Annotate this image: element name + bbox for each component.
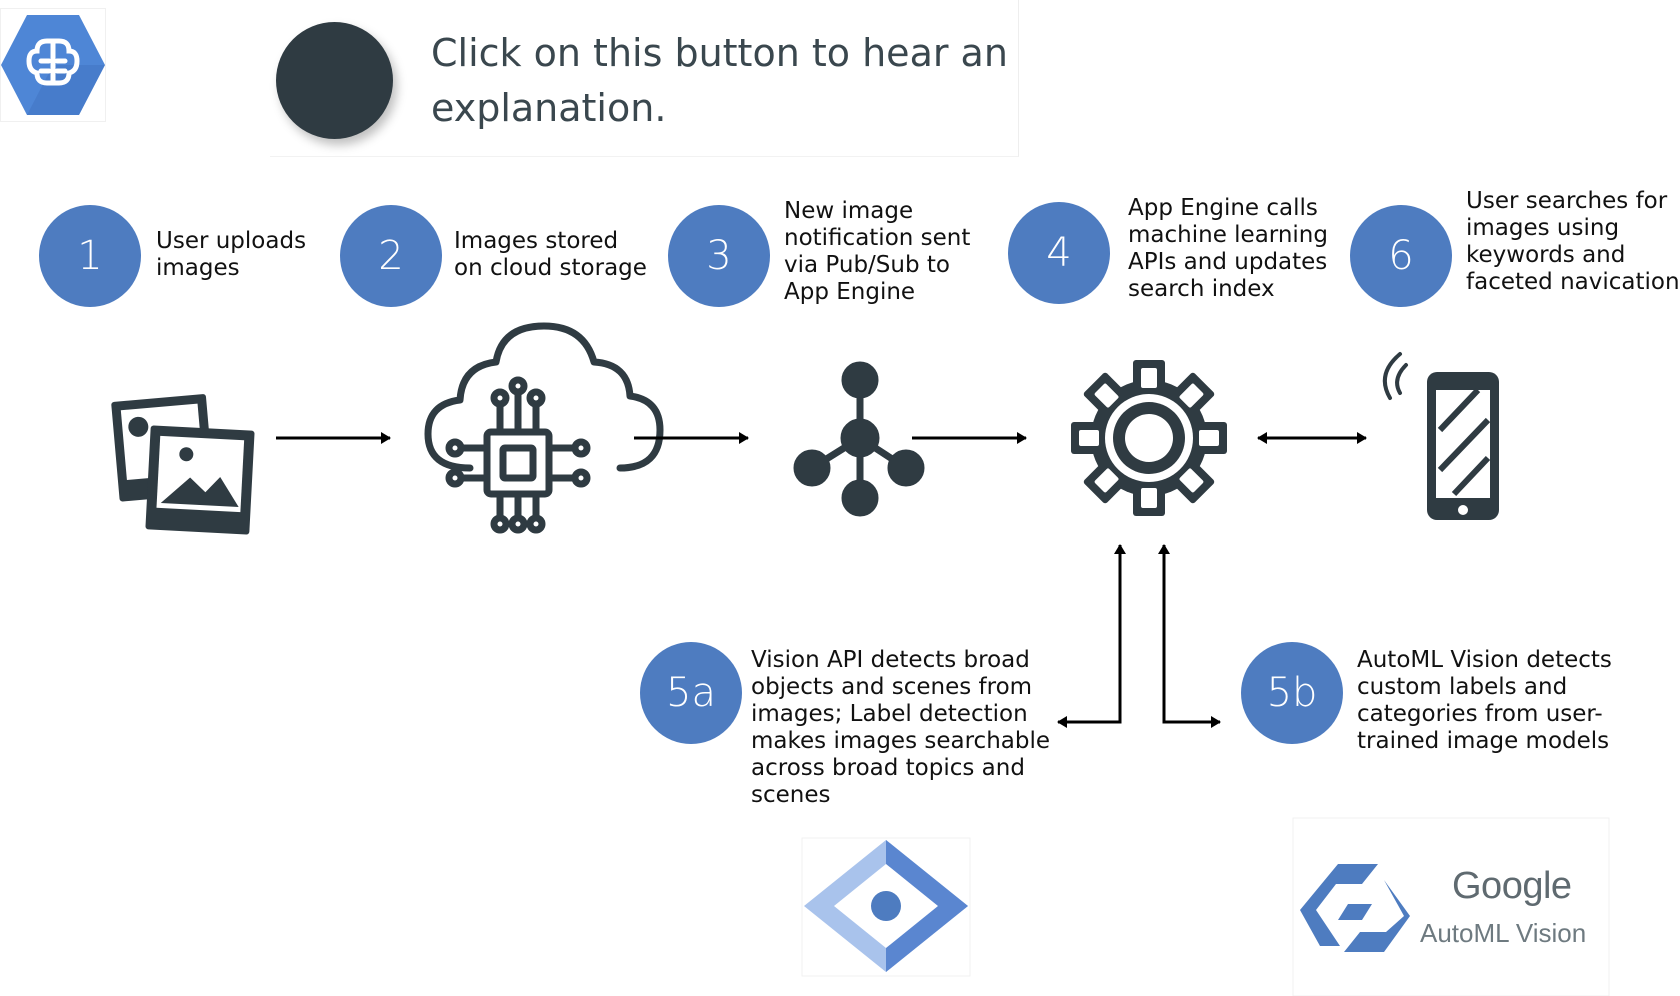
gear-icon (1071, 360, 1227, 516)
step-4-circle: 4 (1008, 202, 1110, 304)
pubsub-hub-icon (793, 361, 925, 517)
step-5b-circle: 5b (1241, 642, 1343, 744)
vision-api-logo-icon (801, 837, 971, 977)
step-5a-text: Vision API detects broad objects and sce… (751, 647, 1051, 808)
connector-4-5a (1057, 544, 1126, 728)
step-2-text: Images stored on cloud storage (454, 228, 647, 281)
play-explanation-button[interactable] (276, 22, 393, 139)
smartphone-icon (1382, 352, 1499, 520)
header-frame (270, 0, 1019, 157)
connector-4-5b (1158, 544, 1221, 728)
header-instruction: Click on this button to hear an explanat… (431, 31, 1008, 130)
step-1-text: User uploads images (156, 228, 307, 281)
brain-logo-frame (0, 8, 106, 122)
step-3-text: New image notification sent via Pub/Sub … (784, 198, 971, 305)
step-3-circle: 3 (668, 205, 770, 307)
cloud-chip-icon (424, 322, 664, 534)
automl-logo-icon (1292, 817, 1610, 996)
google-wordmark: Google (1452, 865, 1572, 907)
step-2-circle: 2 (340, 205, 442, 307)
step-1-circle: 1 (39, 205, 141, 307)
step-5a-circle: 5a (640, 642, 742, 744)
photos-icon (111, 394, 255, 535)
brain-logo-icon (1, 15, 105, 115)
step-5b-text: AutoML Vision detects custom labels and … (1357, 647, 1612, 754)
step-6-text: User searches for images using keywords … (1466, 188, 1680, 295)
step-4-text: App Engine calls machine learning APIs a… (1128, 195, 1328, 302)
automl-vision-wordmark: AutoML Vision (1420, 918, 1587, 948)
step-6-circle: 6 (1350, 205, 1452, 307)
